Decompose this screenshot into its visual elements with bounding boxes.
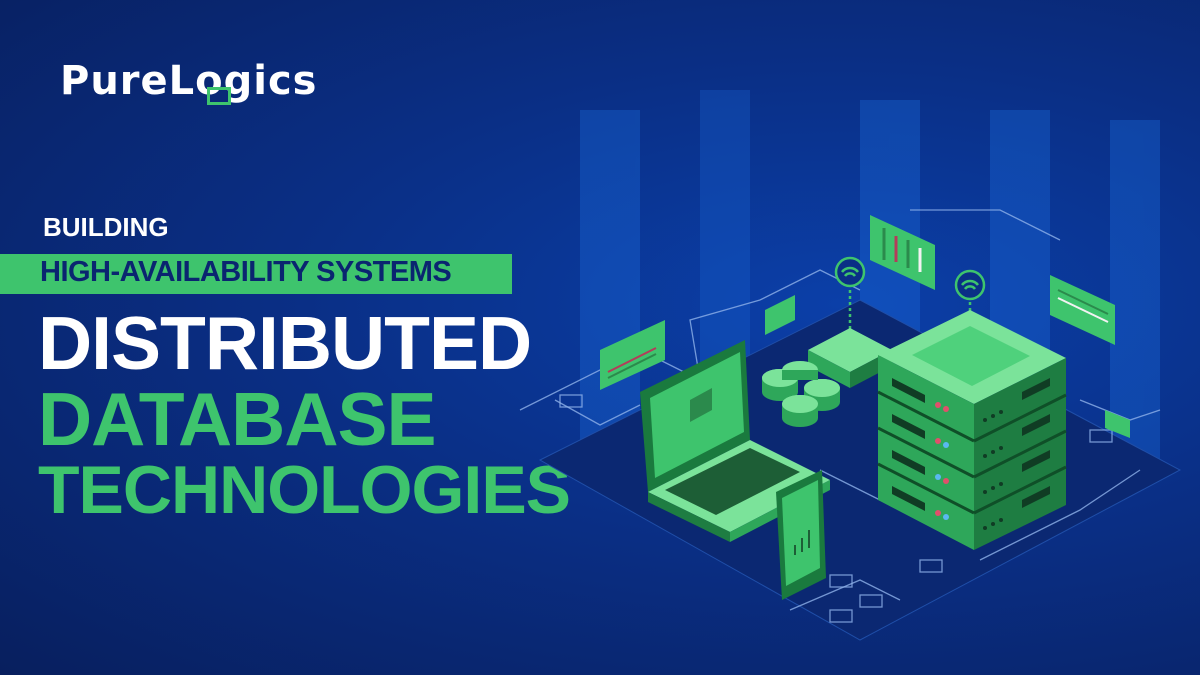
headline-distributed: DISTRIBUTED — [38, 301, 532, 385]
headline-high-availability: HIGH-AVAILABILITY SYSTEMS — [40, 256, 452, 288]
headline-database: DATABASE — [38, 377, 437, 461]
wifi-icon — [834, 256, 866, 330]
database-disks-icon — [762, 361, 840, 427]
chart-panel-icon — [1105, 410, 1130, 438]
headline-building: BUILDING — [43, 212, 169, 242]
laptop-icon — [640, 340, 830, 542]
chart-panel-icon — [870, 215, 935, 290]
headline-technologies: TECHNOLOGIES — [38, 452, 571, 528]
smartphone-icon — [776, 470, 826, 600]
chart-panel-icon — [765, 295, 795, 335]
headline-band — [0, 254, 512, 294]
logo-mark-icon — [207, 87, 231, 105]
server-rack-icon — [877, 310, 1067, 550]
chart-panel-icon — [600, 320, 665, 390]
chart-panel-icon — [1050, 275, 1115, 345]
circuit-pads — [559, 394, 1113, 623]
brand-logo: PureLogics — [60, 58, 318, 104]
